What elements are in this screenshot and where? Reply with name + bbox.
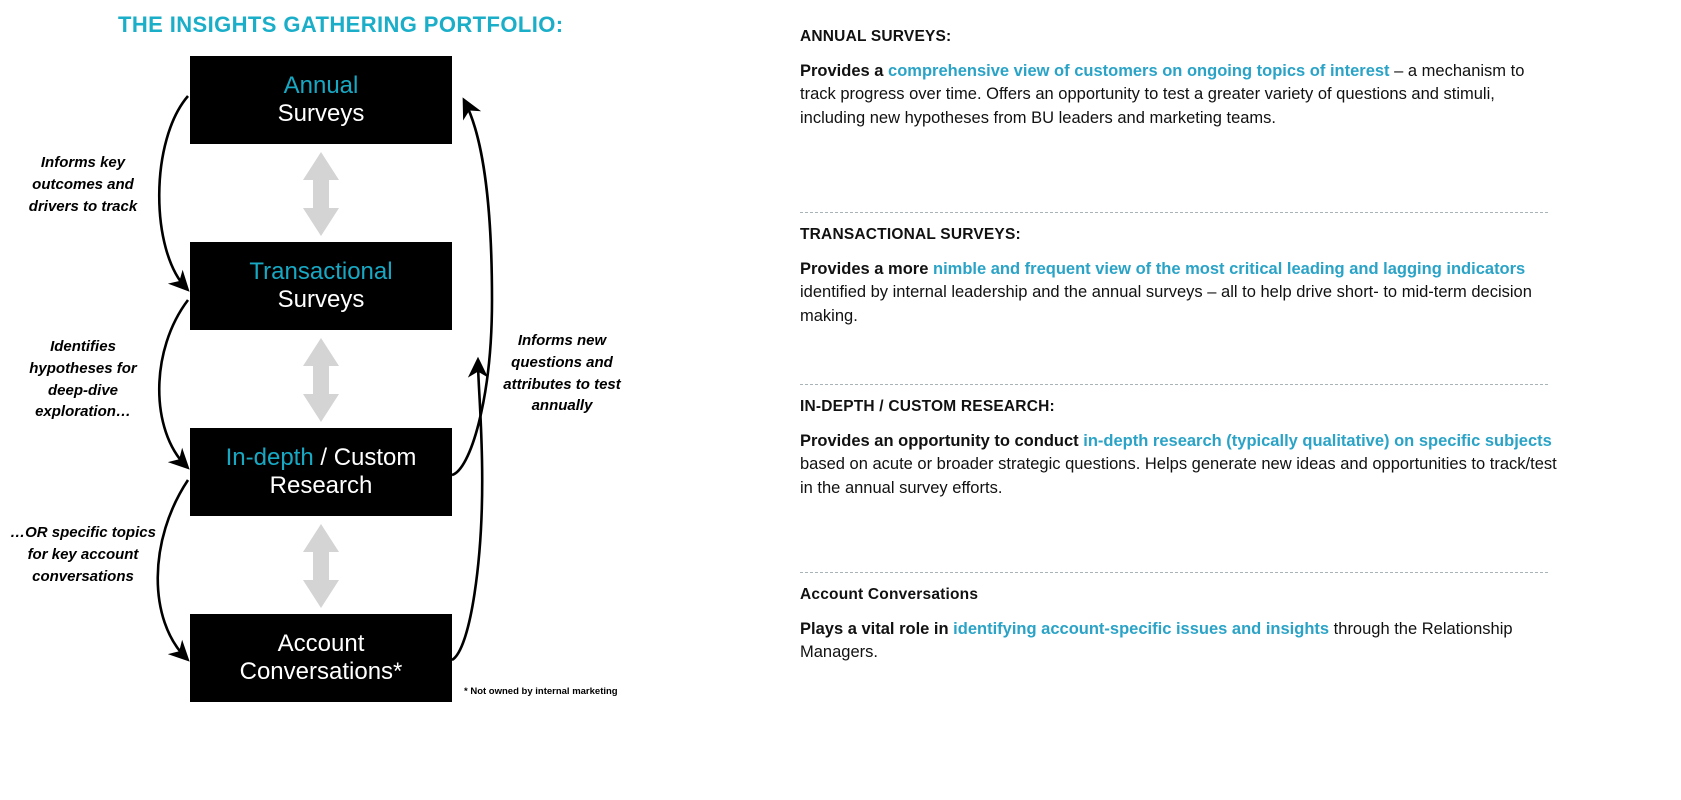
- node-annual-line2: Surveys: [277, 100, 365, 127]
- arrow-account-to-transactional: [451, 356, 489, 662]
- arrow-indepth-to-account: [156, 479, 190, 662]
- note-block-account-conversations: Account Conversations Plays a vital role…: [800, 586, 1560, 665]
- node-account-conversations[interactable]: Account Conversations*: [190, 614, 452, 702]
- node-annual-line1: Annual: [283, 71, 359, 99]
- divider-3: [800, 572, 1548, 573]
- node-indepth-suffix-text: / Custom: [313, 443, 417, 471]
- note-lead-account: Plays a vital role in: [800, 620, 954, 638]
- double-headed-arrow-icon-1: [303, 152, 339, 236]
- note-rest-account: through the Relationship Managers.: [800, 620, 1513, 662]
- note-highlight-account: identifying account-specific issues and …: [953, 620, 1330, 638]
- note-rest-indepth: based on acute or broader strategic ques…: [800, 455, 1557, 497]
- node-indepth-accent-text: In-depth: [225, 443, 314, 471]
- footnote-not-owned: * Not owned by internal marketing: [464, 686, 618, 697]
- note-heading-transactional: TRANSACTIONAL SURVEYS:: [800, 226, 1021, 243]
- note-body-transactional: Provides a more nimble and frequent view…: [800, 258, 1560, 328]
- note-rest-annual: – a mechanism to track progress over tim…: [800, 62, 1525, 127]
- label-or-specific-topics: …OR specific topics for key account conv…: [10, 524, 156, 585]
- node-indepth-line1: In-depth / Custom: [226, 444, 417, 472]
- node-indepth-line2: Research: [269, 472, 373, 499]
- note-block-annual-surveys: ANNUAL SURVEYS: Provides a comprehensive…: [800, 28, 1560, 130]
- node-account-line1: Account: [277, 629, 365, 657]
- arrow-transactional-to-indepth: [157, 299, 190, 470]
- note-highlight-annual: comprehensive view of customers on ongoi…: [888, 62, 1390, 80]
- note-body-annual: Provides a comprehensive view of custome…: [800, 60, 1560, 130]
- divider-2: [800, 384, 1548, 385]
- arrow-indepth-to-annual: [451, 97, 494, 477]
- note-heading-indepth: IN-DEPTH / CUSTOM RESEARCH:: [800, 398, 1055, 415]
- node-annual-surveys[interactable]: Annual Surveys: [190, 56, 452, 144]
- node-transactional-line2: Surveys: [277, 286, 365, 313]
- node-transactional-line1: Transactional: [249, 257, 393, 285]
- page-title: THE INSIGHTS GATHERING PORTFOLIO:: [118, 12, 564, 37]
- note-body-indepth: Provides an opportunity to conduct in-de…: [800, 430, 1560, 500]
- node-transactional-surveys[interactable]: Transactional Surveys: [190, 242, 452, 330]
- label-identifies-hypotheses: Identifies hypotheses for deep-dive expl…: [29, 338, 137, 421]
- note-block-transactional-surveys: TRANSACTIONAL SURVEYS: Provides a more n…: [800, 226, 1560, 328]
- note-heading-annual: ANNUAL SURVEYS:: [800, 28, 952, 45]
- note-body-account: Plays a vital role in identifying accoun…: [800, 618, 1560, 665]
- double-headed-arrow-icon-3: [303, 524, 339, 608]
- note-rest-transactional: identified by internal leadership and th…: [800, 283, 1532, 325]
- note-highlight-transactional: nimble and frequent view of the most cri…: [932, 260, 1526, 278]
- notes-column: ANNUAL SURVEYS: Provides a comprehensive…: [800, 0, 1570, 800]
- divider-1: [800, 212, 1548, 213]
- note-lead-transactional: Provides a more: [800, 260, 933, 278]
- label-informs-key-outcomes: Informs key outcomes and drivers to trac…: [28, 154, 138, 215]
- node-account-line2: Conversations*: [239, 658, 403, 685]
- note-highlight-indepth: in-depth research (typically qualitative…: [1083, 432, 1552, 450]
- insights-portfolio-diagram: THE INSIGHTS GATHERING PORTFOLIO: Annual…: [0, 0, 700, 800]
- label-informs-new-questions: Informs new questions and attributes to …: [503, 332, 621, 415]
- note-lead-indepth: Provides an opportunity to conduct: [800, 432, 1084, 450]
- note-block-indepth-custom-research: IN-DEPTH / CUSTOM RESEARCH: Provides an …: [800, 398, 1560, 500]
- note-lead-annual: Provides a: [800, 62, 889, 80]
- arrow-annual-to-transactional: [158, 95, 190, 292]
- double-headed-arrow-icon-2: [303, 338, 339, 422]
- node-indepth-custom-research[interactable]: In-depth / Custom Research: [190, 428, 452, 516]
- note-heading-account: Account Conversations: [800, 586, 979, 603]
